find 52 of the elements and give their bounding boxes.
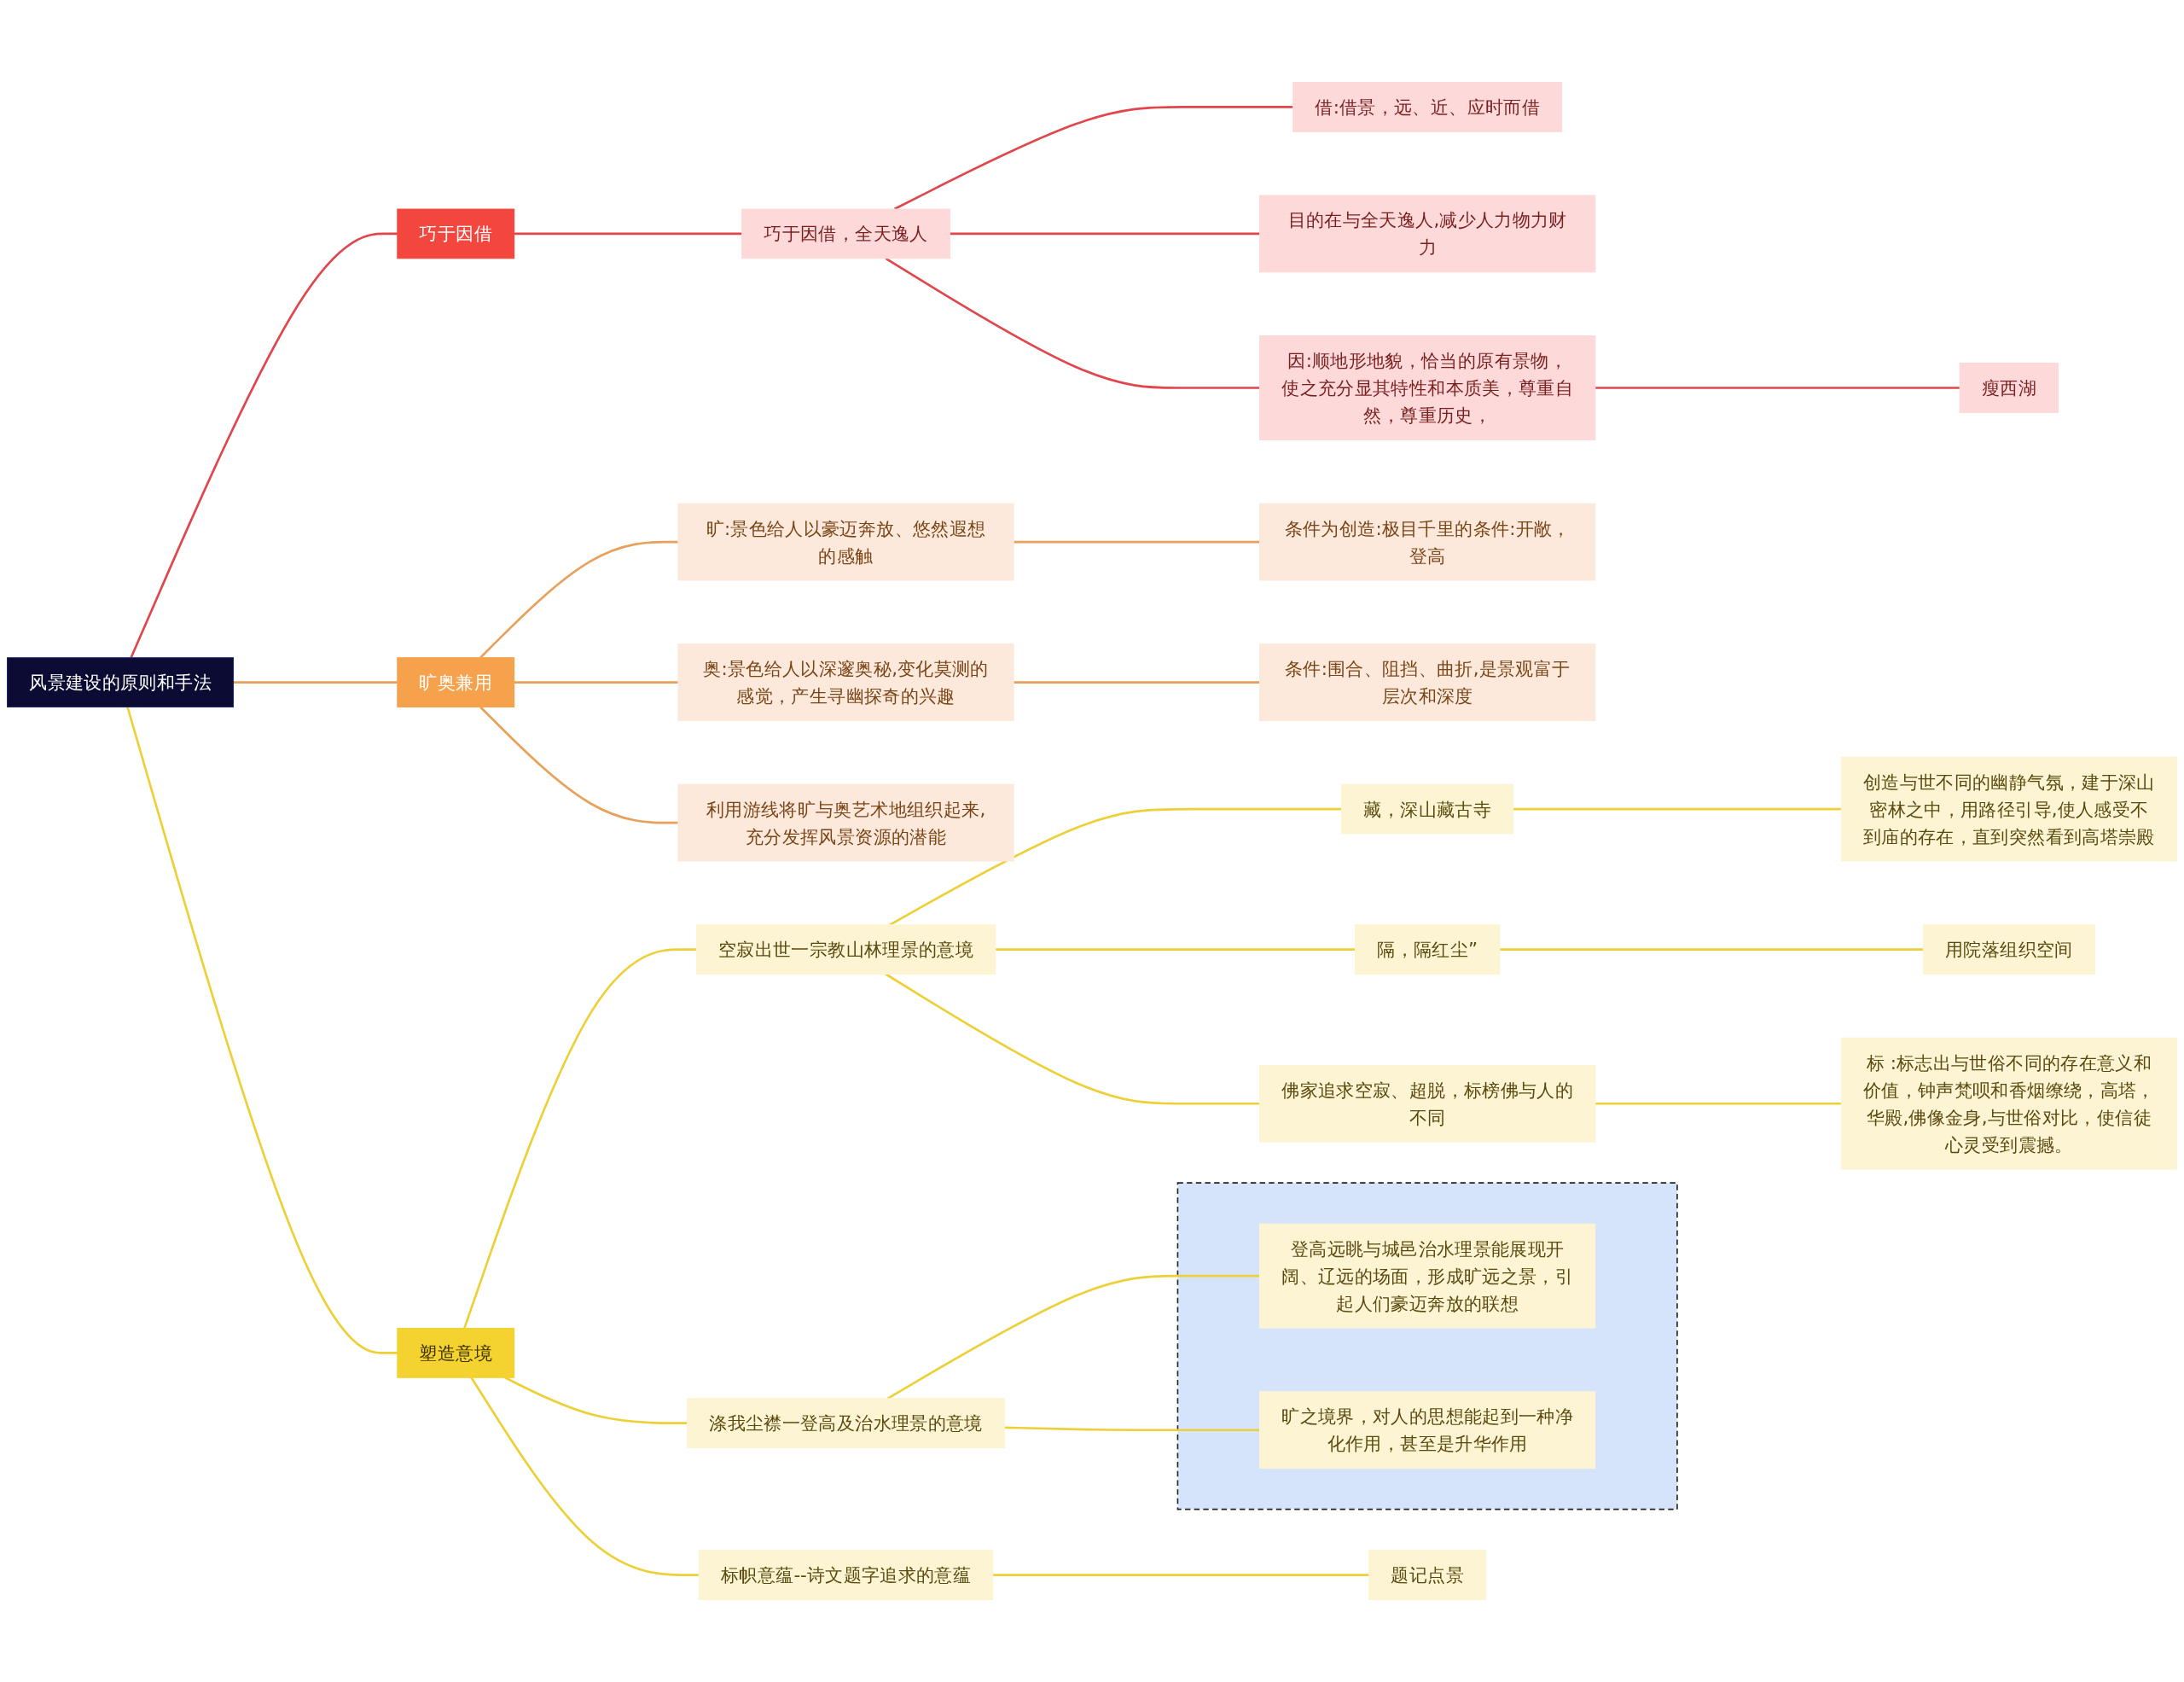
connector — [504, 1376, 688, 1425]
node-box: 巧于因借 — [397, 208, 515, 259]
node-box: 佛家追求空寂、超脱，标榜佛与人的不同 — [1259, 1064, 1596, 1143]
node-box: 奥:景色给人以深邃奥秘,变化莫测的感觉，产生寻幽探奇的兴趣 — [677, 643, 1014, 721]
connector — [1594, 1102, 1842, 1105]
connector — [1014, 681, 1260, 684]
node-box: 旷奥兼用 — [397, 657, 515, 707]
node-box: 涤我尘襟一登高及治水理景的意境 — [687, 1398, 1005, 1449]
node-box: 瘦西湖 — [1959, 363, 2059, 413]
connector — [126, 707, 398, 1354]
node-box: 条件为创造:极目千里的条件:开敞，登高 — [1259, 503, 1596, 581]
node-box: 登高远眺与城邑治水理景能展现开阔、辽远的场面，形成旷远之景，引起人们豪迈奔放的联想 — [1259, 1223, 1596, 1329]
connector — [1513, 807, 1842, 811]
connector — [1499, 948, 1924, 951]
connector — [130, 232, 398, 659]
node-box: 用院落组织空间 — [1922, 924, 2095, 975]
connector — [893, 106, 1293, 211]
connector — [995, 948, 1356, 951]
connector — [1014, 540, 1260, 544]
connector — [233, 681, 398, 684]
node-box: 因:顺地形地貌，恰当的原有景物，使之充分显其特性和本质美，尊重自然，尊重历史， — [1259, 335, 1596, 440]
node-box: 目的在与全天逸人,减少人力物力财力 — [1259, 195, 1596, 273]
connector — [992, 1574, 1369, 1576]
connector — [885, 973, 1260, 1105]
node-box: 塑造意境 — [397, 1328, 515, 1378]
connector — [886, 1274, 1260, 1400]
node-box: 空寂出世一宗教山林理景的意境 — [695, 924, 996, 975]
node-box: 巧于因借，全天逸人 — [741, 208, 950, 259]
node-box: 藏，深山藏古寺 — [1341, 783, 1514, 835]
node-box: 题记点景 — [1368, 1550, 1487, 1600]
connector — [889, 807, 1342, 926]
connector — [1004, 1426, 1260, 1432]
node-box: 条件:围合、阻挡、曲折,是景观富于层次和深度 — [1259, 643, 1596, 721]
connector — [463, 948, 697, 1330]
connector — [479, 540, 678, 659]
node-box: 风景建设的原则和手法 — [7, 657, 235, 707]
node-box: 创造与世不同的幽静气氛，建于深山密林之中，用路径引导,使人感受不到庙的存在，直到突然看到高塔崇殿 — [1840, 756, 2177, 862]
connector — [479, 706, 678, 824]
node-box: 标帜意蕴--诗文题字追求的意蕴 — [698, 1550, 994, 1600]
node-box: 旷之境界，对人的思想能起到一种净化作用，甚至是升华作用 — [1259, 1391, 1596, 1470]
node-box: 利用游线将旷与奥艺术地组织起来,充分发挥风景资源的潜能 — [677, 783, 1014, 862]
cluster — [1176, 1182, 1678, 1510]
connector — [470, 1376, 700, 1576]
connector — [1594, 387, 1960, 389]
node-box: 隔，隔红尘” — [1355, 924, 1501, 975]
connector — [950, 232, 1260, 236]
node-box: 借:借景，远、近、应时而借 — [1292, 82, 1563, 132]
connector — [885, 257, 1260, 389]
connector — [514, 681, 678, 684]
node-box: 旷:景色给人以豪迈奔放、悠然遐想的感触 — [677, 503, 1014, 581]
connector — [514, 232, 742, 236]
node-box: 标 :标志出与世俗不同的存在意义和价值，钟声梵呗和香烟缭绕，高塔，华殿,佛像金身,与世俗对比，使信徒心灵受到震撼。 — [1840, 1037, 2177, 1170]
